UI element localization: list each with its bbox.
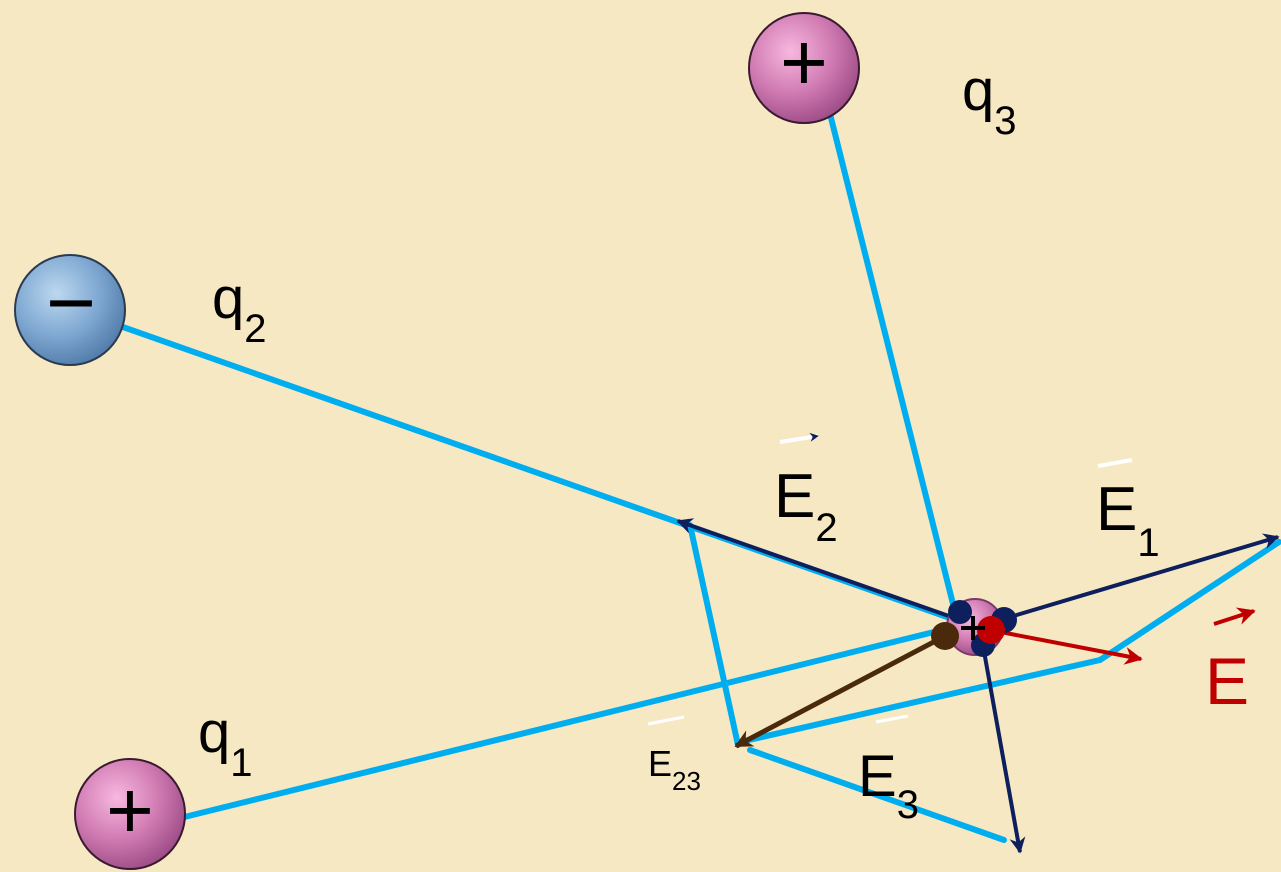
line-q1-to-point: [145, 627, 945, 829]
label-e23-name: E: [648, 743, 672, 784]
label-resultant-group: E: [1205, 607, 1256, 718]
label-q1: q1: [198, 700, 253, 785]
line-q3-to-point: [821, 87, 958, 615]
charge-q2: −: [14, 254, 126, 366]
charge-q1-sphere: [74, 758, 186, 870]
label-e23-sub: 23: [672, 766, 701, 796]
parallelogram-e3-side: [747, 747, 1007, 843]
e2-overarrow: [779, 432, 819, 444]
e23-tail-dot: [931, 622, 959, 650]
e23-overarrow: [647, 715, 685, 726]
e3-overarrow: [875, 714, 909, 724]
label-e2-group: E2: [774, 432, 838, 550]
label-e2-sub: 2: [815, 506, 837, 550]
parallelogram-e2-side: [687, 522, 741, 748]
label-q1-name: q: [198, 700, 230, 765]
charge-q3-sign: +: [780, 17, 828, 108]
label-q2-sub: 2: [244, 307, 266, 351]
label-e2: E2: [774, 462, 838, 550]
label-e1-name: E: [1096, 475, 1137, 544]
e2-vector-arrow: [676, 518, 967, 624]
vector-tail-dot: [948, 600, 972, 624]
charge-q3: +: [748, 12, 860, 124]
resultant-overarrow: [1213, 607, 1256, 626]
parallelogram-e1-side: [737, 657, 1103, 745]
label-e3: E3: [858, 744, 919, 827]
label-e1: E1: [1096, 475, 1160, 565]
label-e1-group: E1: [1096, 458, 1160, 565]
label-resultant-e: E: [1205, 644, 1249, 718]
label-q2: q2: [212, 266, 267, 351]
label-e3-sub: 3: [897, 783, 919, 827]
e1-overarrow: [1097, 458, 1133, 468]
label-e3-group: E3: [858, 714, 919, 827]
label-q2-name: q: [212, 266, 244, 331]
charge-q1: +: [74, 758, 186, 870]
label-q3-sub: 3: [994, 99, 1016, 143]
label-e3-name: E: [858, 744, 897, 809]
label-e1-sub: 1: [1137, 521, 1159, 565]
charge-q1-sign: +: [106, 765, 154, 856]
label-q3-name: q: [962, 58, 994, 123]
label-e23-group: E23: [647, 715, 701, 796]
label-e2-name: E: [774, 462, 815, 531]
label-e23: E23: [648, 743, 701, 796]
charge-q2-sign: −: [46, 255, 96, 351]
parallelogram-e23-side: [1097, 539, 1281, 663]
e1-vector-arrow: [999, 533, 1280, 622]
resultant-e-vector-arrow: [989, 628, 1143, 665]
charge-q3-sphere: [748, 12, 860, 124]
label-q1-sub: 1: [230, 741, 252, 785]
charge-q2-sphere: [14, 254, 126, 366]
e3-vector-arrow: [980, 639, 1026, 854]
test-point-cluster: [931, 598, 1017, 657]
resultant-tail-dot: [977, 616, 1005, 644]
e23-vector-arrow: [734, 633, 947, 749]
label-q3: q3: [962, 58, 1017, 143]
